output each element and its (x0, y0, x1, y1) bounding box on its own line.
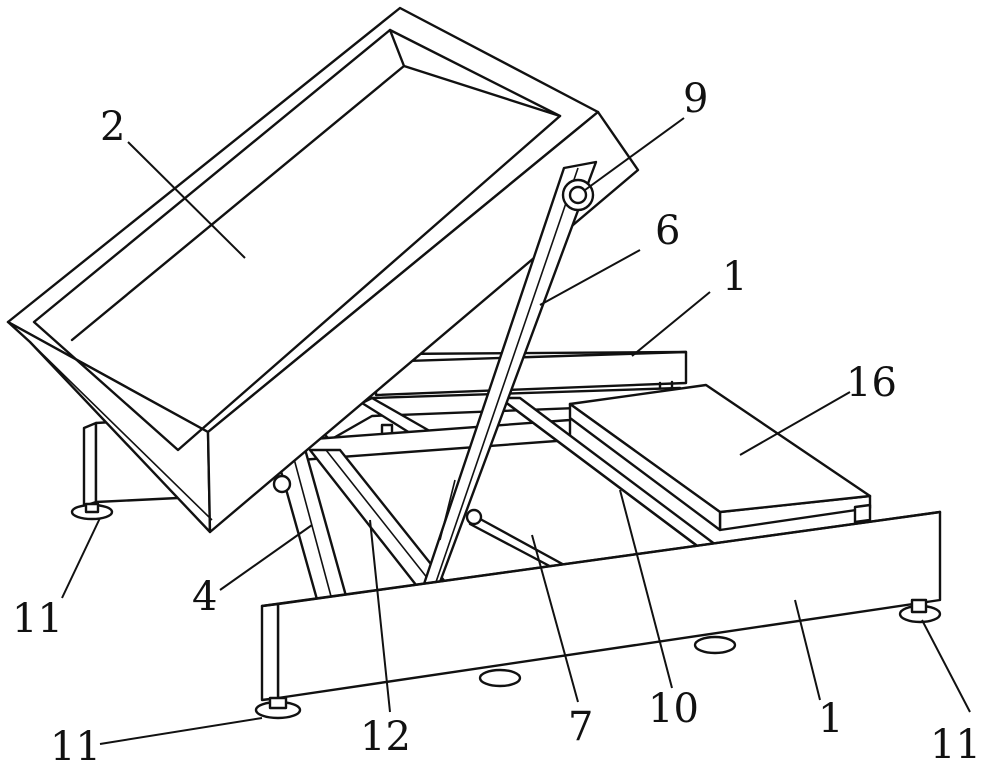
label-2: 2 (100, 104, 125, 150)
label-7: 7 (568, 704, 593, 750)
label-1-rear: 1 (722, 254, 747, 300)
label-12: 12 (360, 714, 411, 760)
plate (568, 383, 872, 532)
label-11-rear-left: 11 (12, 596, 63, 642)
label-10: 10 (648, 686, 699, 732)
feet-front (254, 598, 942, 720)
leader-lines (61, 117, 971, 745)
label-6: 6 (655, 208, 680, 254)
feet-rear (70, 502, 737, 688)
label-11-front-left: 11 (50, 724, 101, 767)
top-box (6, 6, 640, 534)
label-1-front: 1 (818, 696, 843, 742)
label-16: 16 (846, 360, 897, 406)
front-frame-beam (260, 510, 942, 702)
reference-labels: 2 9 6 1 16 4 11 12 7 10 1 11 11 (12, 76, 981, 767)
label-9: 9 (683, 76, 708, 122)
label-4: 4 (192, 574, 217, 620)
label-11-front-right: 11 (930, 722, 981, 767)
inner-structure (298, 386, 722, 592)
